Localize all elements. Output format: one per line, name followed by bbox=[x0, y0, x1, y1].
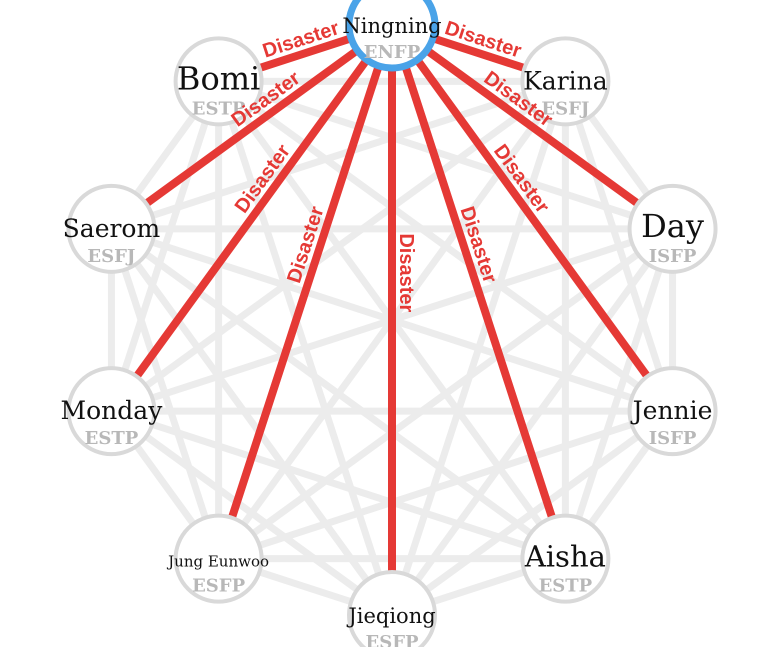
node-type: ESFP bbox=[192, 576, 245, 597]
node-name: Aisha bbox=[524, 540, 606, 574]
node-type: ESTP bbox=[539, 576, 593, 597]
node-name: Monday bbox=[61, 396, 164, 425]
node-type: ESFP bbox=[365, 632, 418, 647]
background-edge bbox=[388, 225, 677, 619]
node-type: ISFP bbox=[649, 428, 697, 449]
background-edge bbox=[107, 225, 396, 619]
node-name: Jennie bbox=[630, 396, 713, 425]
background-edge bbox=[215, 407, 677, 563]
node-circle[interactable] bbox=[627, 183, 718, 274]
edge-ningning-jennie[interactable] bbox=[388, 22, 676, 414]
node-name: Ningning bbox=[342, 14, 441, 38]
background-edge bbox=[107, 225, 223, 563]
nodes: NingningENFPKarinaESFJDayISFPJennieISFPA… bbox=[61, 0, 718, 647]
edge-ningning-monday[interactable] bbox=[108, 22, 396, 414]
node-type: ISFP bbox=[649, 246, 697, 267]
node-circle[interactable] bbox=[520, 513, 611, 604]
node-name: Karina bbox=[523, 66, 608, 95]
edge-ningning-aisha[interactable] bbox=[388, 23, 570, 560]
node-type: ENFP bbox=[364, 42, 421, 63]
background-edge bbox=[215, 77, 677, 415]
background-edge bbox=[107, 77, 569, 233]
edge-ningning-jung-eunwoo[interactable] bbox=[214, 23, 396, 560]
node-type: ESTP bbox=[85, 428, 139, 449]
node-circle[interactable] bbox=[520, 36, 611, 127]
node-circle[interactable] bbox=[173, 513, 264, 604]
node-circle[interactable] bbox=[347, 570, 437, 647]
edge-ningning-day[interactable] bbox=[389, 21, 675, 233]
node-name: Jieqiong bbox=[346, 604, 435, 628]
background-edge bbox=[107, 407, 396, 619]
node-name: Jung Eunwoo bbox=[166, 553, 269, 571]
edge-ningning-saerom[interactable] bbox=[109, 21, 395, 233]
focused-node-circle[interactable] bbox=[345, 0, 439, 72]
background-edge bbox=[107, 225, 569, 563]
node-name: Day bbox=[641, 207, 704, 245]
background-edge bbox=[107, 77, 223, 415]
background-edge bbox=[215, 77, 396, 619]
node-circle[interactable] bbox=[173, 36, 264, 127]
node-circle[interactable] bbox=[66, 366, 157, 457]
node-type: ESTP bbox=[192, 98, 246, 119]
background-edge bbox=[107, 407, 569, 563]
edge-label-jieqiong: Disaster bbox=[395, 233, 417, 312]
node-name: Bomi bbox=[177, 59, 260, 97]
node-type: ESFJ bbox=[87, 246, 135, 267]
node-type: ESFJ bbox=[541, 98, 589, 119]
node-circle[interactable] bbox=[627, 366, 718, 457]
node-circle[interactable] bbox=[66, 183, 157, 274]
node-name: Saerom bbox=[63, 214, 161, 243]
background-edge bbox=[215, 77, 677, 233]
